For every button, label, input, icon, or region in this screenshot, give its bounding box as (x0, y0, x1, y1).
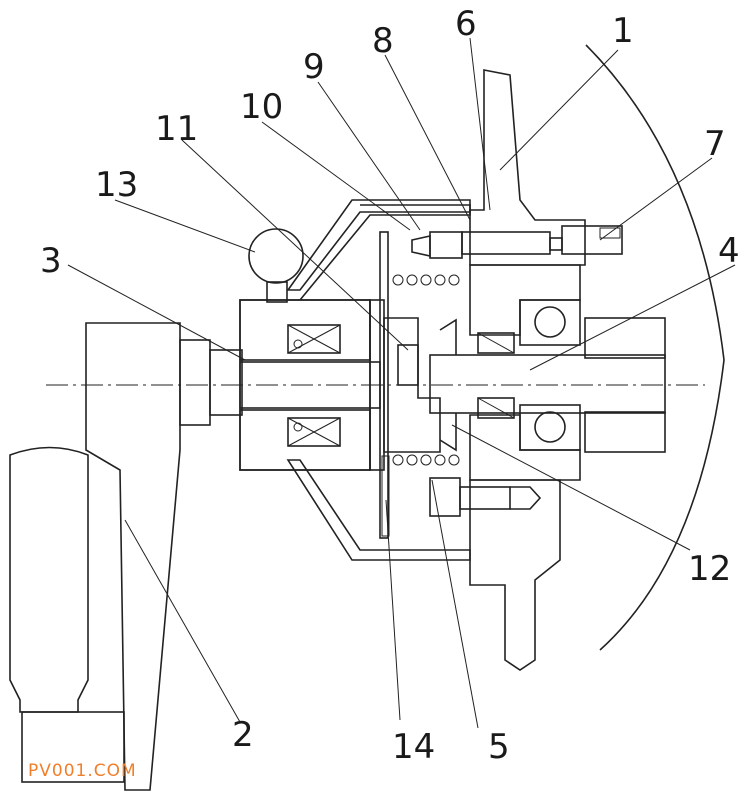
bolt-head (429, 231, 463, 259)
bolt-tip (411, 235, 431, 257)
label-9: 9 (303, 47, 325, 87)
housing-cover-bottom-hatch (286, 459, 471, 561)
wall-plate-top (469, 69, 586, 266)
pressure-gauge (248, 228, 304, 284)
seal-bottom (477, 397, 515, 419)
bolt-shank (461, 231, 551, 255)
gauge-stem (266, 281, 288, 303)
bearing-housing-bottom (239, 409, 371, 471)
wall-plate-bottom (469, 479, 561, 671)
ball-bearing-top (519, 299, 581, 346)
label-1: 1 (612, 11, 634, 51)
label-3: 3 (40, 241, 62, 281)
lower-bolt-head (429, 477, 461, 517)
crank-arm (85, 322, 181, 791)
spring-row-bottom (392, 454, 460, 466)
coil-spring (584, 317, 666, 453)
key-bottom (439, 413, 457, 452)
watermark: PV001.COM (28, 761, 137, 781)
label-10: 10 (240, 87, 283, 127)
lower-bolt-shank (459, 486, 511, 510)
label-14: 14 (392, 727, 435, 767)
label-8: 8 (372, 21, 394, 61)
housing-cover-top-hatch (286, 199, 471, 291)
label-13: 13 (95, 165, 138, 205)
label-6: 6 (455, 4, 477, 44)
crank-hub (209, 349, 243, 416)
bearing-left-bottom (287, 417, 341, 447)
ball-bearing-bottom (519, 404, 581, 451)
bearing-left-top (287, 324, 341, 354)
label-2: 2 (232, 715, 254, 755)
label-11: 11 (155, 109, 198, 149)
crank-base (21, 711, 125, 783)
hub-bottom (469, 414, 581, 481)
label-5: 5 (488, 727, 510, 767)
crank-collar (179, 339, 211, 426)
spring-row-top (392, 274, 460, 286)
output-shaft (429, 354, 666, 414)
housing-cover-top (299, 204, 471, 301)
machine-body-arc (585, 44, 725, 651)
spring-plate-hatch (381, 455, 390, 537)
leader-lines (67, 37, 736, 729)
label-4: 4 (718, 231, 740, 271)
label-12: 12 (688, 549, 731, 589)
crank-grip (9, 446, 89, 713)
key-top (439, 318, 457, 355)
proximity-sensor (561, 225, 623, 255)
bearing-housing-top (239, 299, 371, 361)
label-7: 7 (704, 124, 726, 164)
coupling-block (383, 317, 441, 453)
seal-top (477, 332, 515, 354)
